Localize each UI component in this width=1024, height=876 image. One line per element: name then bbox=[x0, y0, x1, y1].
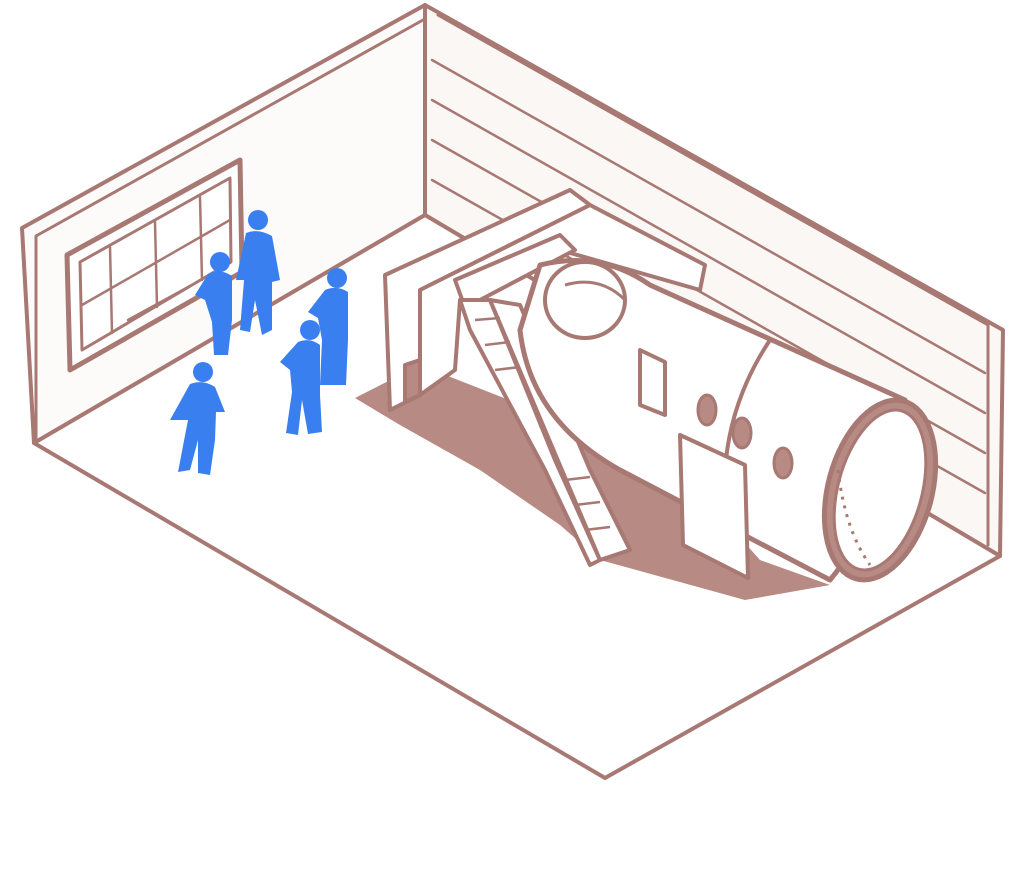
person bbox=[280, 320, 322, 435]
people-group bbox=[170, 210, 348, 475]
person bbox=[195, 252, 232, 355]
window bbox=[696, 393, 718, 427]
aircraft-fuselage bbox=[517, 258, 939, 583]
platform-stairs bbox=[383, 188, 707, 567]
window bbox=[772, 446, 794, 480]
stair-steps bbox=[474, 316, 611, 532]
window bbox=[731, 416, 753, 450]
person bbox=[308, 268, 348, 385]
floor bbox=[32, 213, 1002, 780]
fuselage-window-panel bbox=[638, 348, 667, 417]
person bbox=[170, 362, 225, 475]
person bbox=[236, 210, 280, 335]
fuselage-door bbox=[678, 433, 750, 580]
